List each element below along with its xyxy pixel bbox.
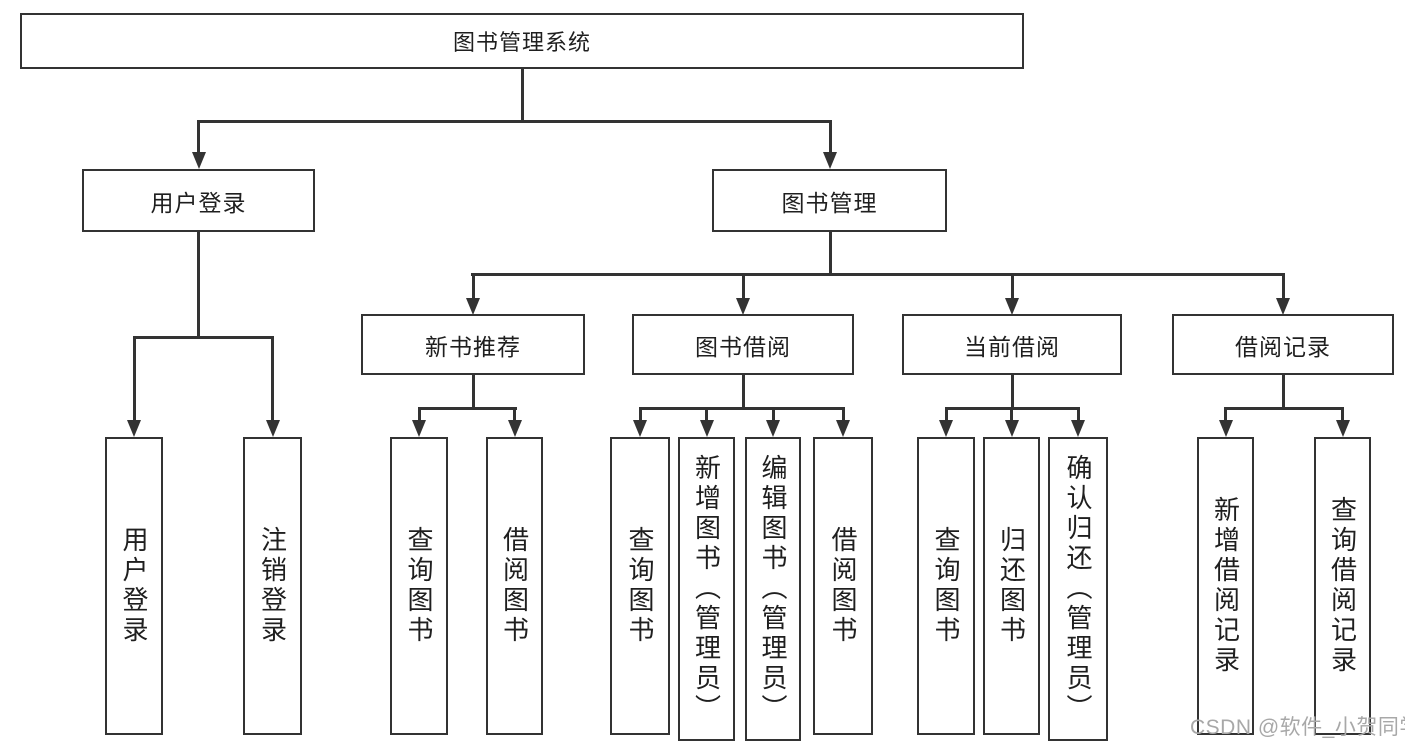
- node-book-mgmt: 图书管理: [712, 169, 947, 232]
- leaf-add-borrow-record-label: 新增借阅记录: [1210, 496, 1241, 676]
- leaf-query-books-borrow: 查询图书: [610, 437, 670, 735]
- connector-vline: [1281, 375, 1285, 407]
- arrow-down-icon: [1218, 420, 1233, 437]
- leaf-user-login-label: 用户登录: [119, 526, 149, 646]
- connector-vline: [1010, 273, 1014, 298]
- leaf-add-book-admin: 新增图书（管理员）: [678, 437, 735, 741]
- leaf-query-borrow-record: 查询借阅记录: [1314, 437, 1371, 735]
- connector-vline: [271, 336, 274, 420]
- arrow-down-icon: [412, 420, 426, 437]
- arrow-down-icon: [1071, 420, 1085, 437]
- leaf-logout: 注销登录: [243, 437, 302, 735]
- arrow-down-icon: [1005, 298, 1019, 315]
- connector-vline: [197, 232, 200, 336]
- connector-vline: [841, 407, 845, 421]
- connector-vline: [417, 407, 421, 421]
- connector-hline: [471, 273, 1284, 276]
- arrow-down-icon: [466, 298, 480, 315]
- connector-vline: [471, 273, 475, 298]
- connector-vline: [132, 336, 136, 420]
- leaf-user-login: 用户登录: [105, 437, 163, 735]
- leaf-return-book: 归还图书: [983, 437, 1040, 735]
- node-user-login-label: 用户登录: [150, 189, 247, 216]
- leaf-query-books-current-label: 查询图书: [931, 526, 961, 646]
- node-root-label: 图书管理系统: [452, 30, 591, 55]
- node-current-borrow: 当前借阅: [902, 314, 1122, 375]
- arrow-down-icon: [766, 420, 780, 437]
- connector-vline: [1281, 273, 1285, 298]
- arrow-down-icon: [1004, 420, 1019, 437]
- node-book-mgmt-label: 图书管理: [781, 189, 878, 216]
- leaf-query-books-borrow-label: 查询图书: [625, 526, 655, 646]
- connector-vline: [197, 120, 200, 152]
- connector-vline: [1010, 375, 1014, 407]
- leaf-query-books-current: 查询图书: [917, 437, 975, 735]
- leaf-return-book-label: 归还图书: [996, 526, 1027, 646]
- connector-hline: [639, 407, 844, 410]
- arrow-down-icon: [1335, 420, 1350, 437]
- connector-hline: [418, 407, 517, 410]
- connector-vline: [1341, 407, 1344, 421]
- node-new-book-rec: 新书推荐: [361, 314, 585, 375]
- connector-hline: [133, 336, 274, 339]
- arrow-down-icon: [265, 420, 280, 437]
- arrow-down-icon: [939, 420, 953, 437]
- node-borrow-records: 借阅记录: [1172, 314, 1394, 375]
- leaf-logout-label: 注销登录: [257, 526, 288, 646]
- leaf-borrow-books-rec: 借阅图书: [486, 437, 543, 735]
- connector-vline: [828, 232, 832, 273]
- connector-vline: [705, 407, 708, 421]
- node-user-login: 用户登录: [82, 169, 315, 232]
- arrow-down-icon: [736, 298, 750, 315]
- arrow-down-icon: [633, 420, 647, 437]
- leaf-query-books-rec-label: 查询图书: [404, 526, 434, 646]
- arrow-down-icon: [127, 420, 141, 437]
- connector-vline: [638, 407, 642, 421]
- csdn-watermark: CSDN @软件_小贺同学: [1190, 716, 1405, 739]
- connector-hline: [197, 120, 831, 123]
- leaf-query-borrow-record-label: 查询借阅记录: [1327, 496, 1358, 676]
- leaf-borrow-books-label: 借阅图书: [828, 526, 858, 646]
- connector-vline: [741, 273, 745, 298]
- node-new-book-rec-label: 新书推荐: [425, 333, 521, 360]
- node-borrow-records-label: 借阅记录: [1235, 333, 1331, 360]
- node-book-borrow-label: 图书借阅: [695, 333, 791, 360]
- connector-vline: [520, 69, 524, 120]
- connector-vline: [1076, 407, 1080, 421]
- connector-vline: [944, 407, 948, 421]
- connector-vline: [471, 375, 475, 407]
- leaf-query-books-rec: 查询图书: [390, 437, 448, 735]
- arrow-down-icon: [836, 420, 850, 437]
- connector-vline: [828, 120, 832, 152]
- connector-vline: [513, 407, 516, 421]
- leaf-confirm-return-admin-label: 确认归还（管理员）: [1063, 454, 1093, 724]
- leaf-edit-book-admin: 编辑图书（管理员）: [745, 437, 801, 741]
- arrow-down-icon: [823, 152, 837, 169]
- node-root: 图书管理系统: [20, 13, 1024, 69]
- connector-vline: [741, 375, 745, 407]
- arrow-down-icon: [191, 152, 206, 169]
- leaf-add-borrow-record: 新增借阅记录: [1197, 437, 1254, 735]
- leaf-add-book-admin-label: 新增图书（管理员）: [691, 454, 722, 724]
- arrow-down-icon: [1276, 298, 1290, 315]
- connector-hline: [1224, 407, 1344, 410]
- connector-vline: [1010, 407, 1013, 421]
- leaf-borrow-books: 借阅图书: [813, 437, 873, 735]
- connector-vline: [1224, 407, 1227, 421]
- leaf-borrow-books-rec-label: 借阅图书: [499, 526, 530, 646]
- arrow-down-icon: [507, 420, 522, 437]
- node-current-borrow-label: 当前借阅: [964, 333, 1060, 360]
- node-book-borrow: 图书借阅: [632, 314, 854, 375]
- arrow-down-icon: [699, 420, 714, 437]
- leaf-confirm-return-admin: 确认归还（管理员）: [1048, 437, 1108, 741]
- leaf-edit-book-admin-label: 编辑图书（管理员）: [758, 454, 788, 724]
- connector-vline: [771, 407, 775, 421]
